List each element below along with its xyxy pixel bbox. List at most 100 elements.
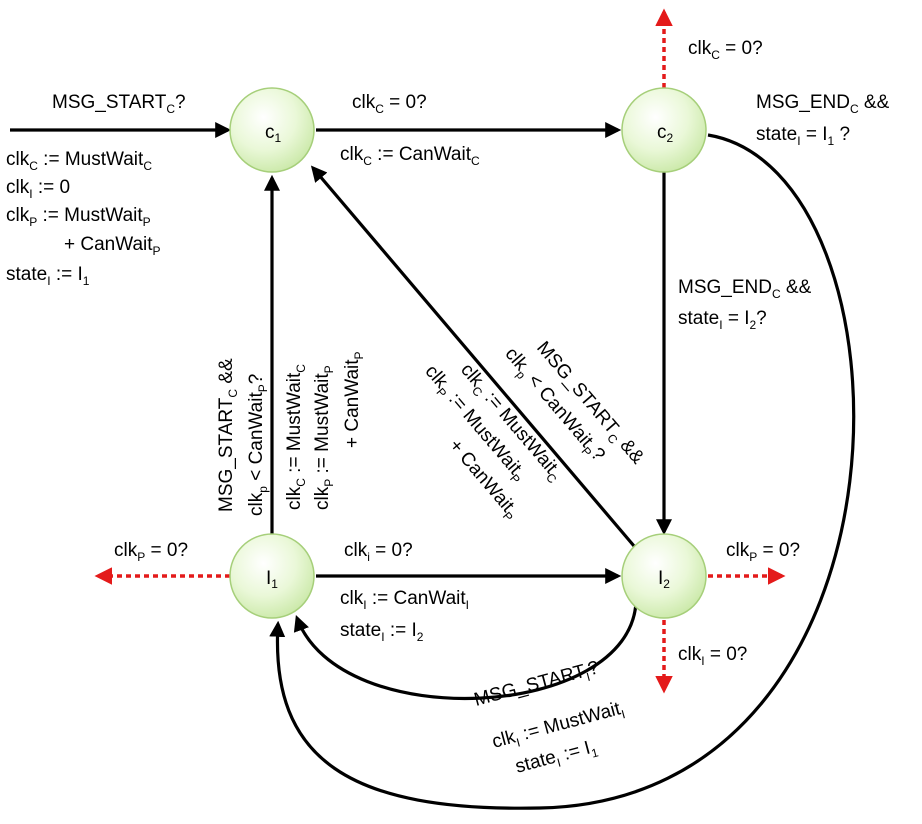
label-c1c2-assign: clkC := CanWaitC [340, 144, 480, 168]
label-init-1: clkC := MustWaitC [6, 149, 152, 173]
i1-left-guard-tail: = 0? [145, 540, 188, 561]
c2i1-guard-1-tail: && [859, 92, 890, 113]
c2i1-guard-2-tail: = I [801, 124, 828, 145]
c2i1-guard-2-tail2: ? [834, 124, 850, 145]
label-start-guard: MSG_STARTC? [52, 92, 186, 116]
c1c2-guard-sub: C [375, 102, 384, 116]
label-i1i2-guard: clki = 0? [344, 540, 413, 564]
label-i1c1-assign-1: clkC := MustWaitC [284, 364, 308, 510]
init-5-sub: I [47, 274, 50, 288]
label-i1c1-assign-2: clkP := MustWaitP [312, 365, 336, 510]
label-i1i2-assign-1: clkI := CanWaitI [340, 588, 469, 612]
node-c2-label: c2 [657, 122, 674, 145]
label-i2-timeout-down: clkI = 0? [678, 644, 747, 668]
i1c1-assign-3-base: + CanWait [342, 359, 363, 448]
i2i1-assign-1-tail: := MustWait [516, 698, 624, 746]
i1i2-assign-1-sub: I [363, 598, 366, 612]
i2i1-assign-2-tail: := I [556, 738, 593, 767]
label-c2i1-guard-1: MSG_ENDC && [756, 92, 890, 116]
i2-down-guard-sub: I [701, 654, 704, 668]
label-i1i2-assign-2: stateI := I2 [340, 620, 424, 644]
i1i2-assign-1-tail: := CanWait [367, 588, 467, 609]
i2i1-guard-base: MSG_START [472, 661, 588, 711]
start-guard-sub: C [166, 102, 175, 116]
i1c1-guard-2-base: clk [246, 492, 267, 516]
label-i1c1-assign-3: + CanWaitP [342, 351, 366, 448]
label-c2-timeout: clkC = 0? [688, 38, 763, 62]
i2-right-guard-base: clk [726, 540, 750, 561]
node-c2[interactable]: c2 [621, 87, 707, 173]
i1c1-assign-1-sub2: C [294, 364, 308, 373]
label-i1c1-guard-2: clkp < CanWaitP? [246, 374, 270, 516]
init-3-sub2: P [143, 215, 151, 229]
start-guard-base: MSG_START [52, 92, 167, 113]
c1c2-guard-base: clk [352, 92, 376, 113]
edge-c2-i1 [269, 133, 856, 810]
i1i2-assign-1-sub2: I [466, 598, 469, 612]
init-5-base: state [6, 264, 47, 285]
c1c2-assign-tail: := CanWait [372, 144, 472, 165]
i2i1-guard-tail: ? [586, 657, 602, 680]
i1c1-assign-2-tail: := MustWait [312, 373, 333, 479]
label-i2i1-guard: MSG_STARTI? [472, 657, 602, 713]
i1c1-guard-2-tail2: ? [246, 374, 267, 385]
label-init-5: stateI := I1 [6, 264, 90, 288]
i2-down-guard-tail: = 0? [705, 644, 748, 665]
i1i2-assign-1-base: clk [340, 588, 364, 609]
i2i1-assign-1-base: clk [490, 726, 518, 752]
i2i1-guard-sub: I [585, 670, 592, 684]
label-i1c1-guard-1: MSG_STARTC && [216, 358, 240, 512]
i1c1-guard-2-sub: p [256, 486, 270, 493]
c2i2-guard-2-tail2: ? [756, 308, 767, 329]
label-c1c2-guard: clkC = 0? [352, 92, 427, 116]
c2i2-guard-1-sub: C [772, 287, 781, 301]
i1i2-assign-2-sub: I [381, 630, 384, 644]
c2i1-guard-2-sub: I [797, 134, 800, 148]
i1c1-guard-1-sub: C [226, 389, 240, 398]
node-c1-label: c1 [265, 122, 282, 145]
c1c2-assign-sub2: C [471, 154, 480, 168]
edge-i2-i1 [293, 601, 638, 701]
i2-down-guard-base: clk [678, 644, 702, 665]
c2i2-guard-2-sub: I [719, 318, 722, 332]
c2i2-guard-2-tail: = I [723, 308, 750, 329]
c2i2-guard-2-sub2: 2 [749, 318, 756, 332]
i1i2-assign-2-base: state [340, 620, 381, 641]
init-5-sub2: 1 [83, 274, 90, 288]
c2i2-guard-1-tail: && [781, 277, 812, 298]
node-i1[interactable]: I1 [229, 533, 315, 619]
init-1-sub2: C [143, 159, 152, 173]
i1c1-assign-1-sub: C [294, 478, 308, 487]
i1c1-assign-2-sub: P [322, 479, 336, 487]
c2i1-guard-2-base: state [756, 124, 797, 145]
i1c1-guard-2-tail: < CanWait [246, 392, 267, 487]
label-i2-timeout-right: clkP = 0? [726, 540, 800, 564]
c2i1-guard-2-sub2: 1 [827, 134, 834, 148]
init-3-base: clk [6, 205, 30, 226]
c2-self-guard-tail: = 0? [720, 38, 763, 59]
i2i1-assign-2-base: state [513, 747, 558, 778]
node-c1[interactable]: c1 [229, 87, 315, 173]
init-5-tail: := I [51, 264, 83, 285]
init-3-tail: := MustWait [37, 205, 143, 226]
c2-self-guard-base: clk [688, 38, 712, 59]
i1c1-assign-2-base: clk [312, 486, 333, 510]
label-i1-timeout: clkP = 0? [114, 540, 188, 564]
init-1-tail: := MustWait [38, 149, 144, 170]
c1c2-assign-base: clk [340, 144, 364, 165]
c2i1-guard-1-base: MSG_END [756, 92, 850, 113]
node-i1-label: I1 [266, 568, 278, 591]
label-c2i2-guard-1: MSG_ENDC && [678, 277, 812, 301]
init-3-sub: P [29, 215, 37, 229]
i2-right-guard-sub: P [749, 550, 757, 564]
init-1-sub: C [29, 159, 38, 173]
init-2-tail: := 0 [33, 177, 71, 198]
i1i2-assign-2-sub2: 2 [417, 630, 424, 644]
start-guard-tail: ? [175, 92, 186, 113]
i1i2-assign-2-tail: := I [385, 620, 417, 641]
node-i2[interactable]: I2 [621, 533, 707, 619]
node-i2-label: I2 [658, 568, 670, 591]
c2i2-guard-1-base: MSG_END [678, 277, 772, 298]
